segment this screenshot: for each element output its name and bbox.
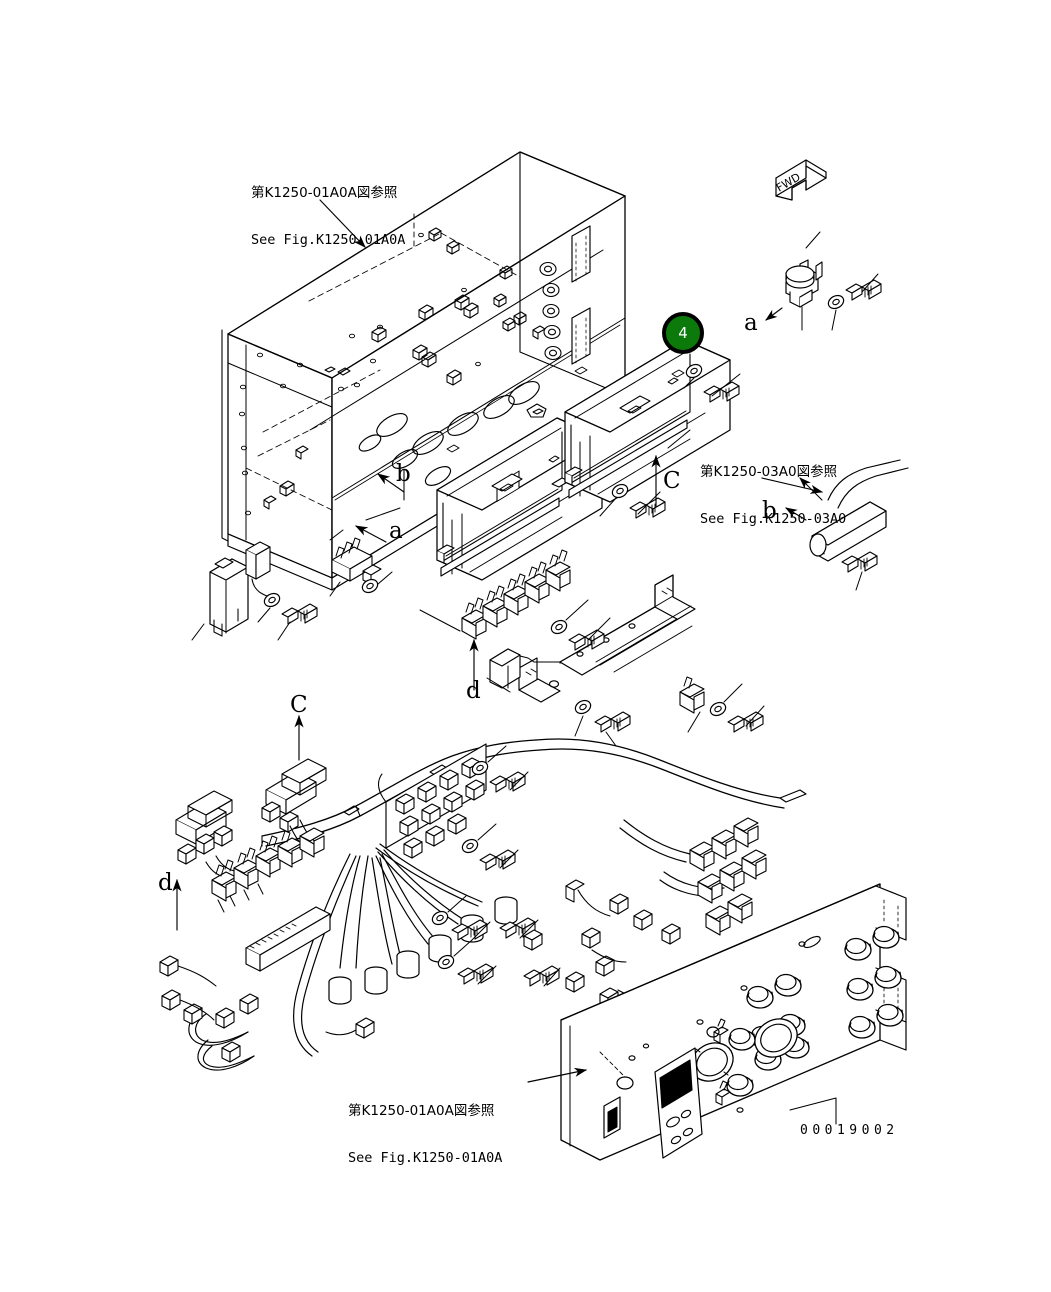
controller-module-left [436,417,603,581]
wire-harness-assembly [159,738,807,1071]
harness-connector-group-upper [261,758,327,849]
callout-d-harness: d [158,870,173,896]
reference-label-right-jp: 第K1250-03A0図参照 [700,464,838,481]
detail-a-clamp [765,231,882,331]
reference-label-bottom-jp: 第K1250-01A0A図参照 [348,1103,495,1120]
harness-connector-group-left [175,790,251,879]
callout-c-harness: C [290,692,308,718]
reference-label-bottom: 第K1250-01A0A図参照 See Fig.K1250-01A0A [348,1073,502,1197]
harness-connector-matrix [377,743,487,859]
control-panel [560,883,907,1161]
item-badge-4[interactable]: 4 [662,312,704,354]
panel-dial-large-left [690,1042,734,1082]
fwd-arrow-icon [775,159,827,201]
callout-c-modules: C [663,468,681,494]
item-badge-4-number: 4 [678,324,688,342]
harness-lower-loops [159,955,375,1071]
reference-label-bottom-en: See Fig.K1250-01A0A [348,1149,503,1166]
reference-label-top-left: 第K1250-01A0A図参照 See Fig.K1250-01A0A [251,155,405,279]
left-bracket-assembly [191,541,318,641]
panel-dial-large-right [754,1018,798,1058]
leader-lines [172,199,824,931]
cabinet-connector-cluster [329,537,393,597]
reference-label-right: 第K1250-03A0図参照 See Fig.K1250-03A0 [700,434,846,558]
detail-b-connector [785,459,909,591]
reference-label-top-left-en: See Fig.K1250-01A0A [251,231,406,248]
reference-label-right-en: See Fig.K1250-03A0 [700,510,847,527]
callout-b-cabinet: b [396,461,411,487]
callout-a-cabinet: a [389,518,403,544]
harness-terminal-strip [211,827,331,972]
reference-label-top-left-jp: 第K1250-01A0A図参照 [251,185,398,202]
callout-a-clamp: a [744,310,758,336]
drawing-number: 00019002 [800,1123,899,1138]
callout-b-connector: b [762,498,777,524]
mounting-bracket-plate [486,574,765,747]
callout-d-relays: d [466,678,481,704]
controller-module-right [564,339,731,503]
relay-bank [419,549,571,640]
